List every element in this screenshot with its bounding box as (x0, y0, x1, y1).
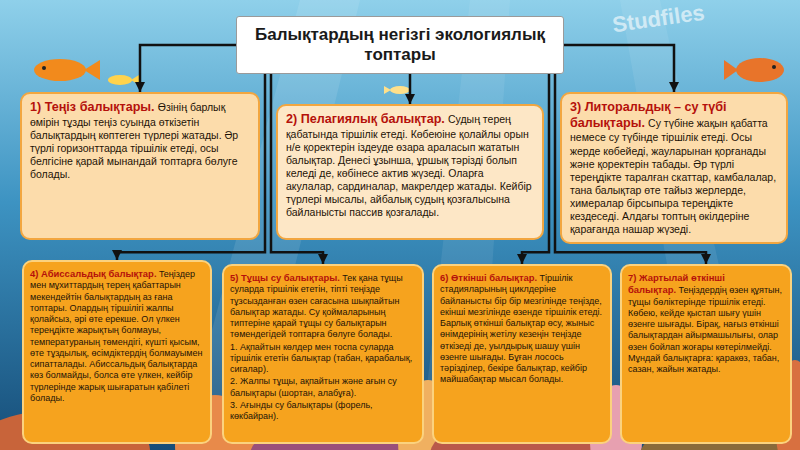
box-body: Тіршілік стадияларының циклдеріне байлан… (440, 273, 602, 384)
fish-eye (772, 65, 776, 69)
box-body: Су түбіне жақын қабатта немесе су түбінд… (570, 117, 776, 236)
fish (108, 75, 139, 85)
box-heading: 4) Абиссальдық балықтар. (30, 268, 157, 279)
group-box: 3) Литоральдық – су түбі балықтары.Су тү… (560, 92, 788, 244)
list-item: 3. Ағынды су балықтары (форель, көкбайра… (230, 400, 416, 423)
text-paragraph: 2) Пелагиялық балықтар.Судың терең қабат… (286, 112, 534, 220)
fish-body (108, 75, 132, 85)
text-paragraph: 6) Өткінші балықтар.Тіршілік стадияларын… (440, 272, 604, 386)
title-text: Балықтардың негізгі экологиялық топтары (255, 25, 545, 64)
text-paragraph: 7) Жартылай өткінші балықтар.Теңіздердің… (628, 272, 784, 375)
fish-body (736, 58, 784, 82)
box-heading: 2) Пелагиялық балықтар. (286, 112, 445, 126)
fish-tail (724, 60, 738, 80)
subgroup-box: 6) Өткінші балықтар.Тіршілік стадияларын… (432, 264, 612, 444)
box-body: Судың терең қабатында тіршілік етеді. Кө… (286, 113, 532, 218)
fish (384, 86, 410, 94)
text-paragraph: Балықтардың негізгі экологиялық топтары (247, 25, 553, 66)
group-box: 1) Теңіз балықтары.Өзінің барлық өмірін … (20, 92, 260, 240)
box-heading: 6) Өткінші балықтар. (440, 272, 537, 283)
text-paragraph: 3) Литоральдық – су түбі балықтары.Су тү… (570, 100, 778, 236)
group-box: 2) Пелагиялық балықтар.Судың терең қабат… (276, 104, 544, 240)
box-body: Теңіздердің өзен құятын, тұщы бөліктерін… (628, 285, 782, 374)
connector-arrow (409, 74, 412, 104)
fish-eye (42, 66, 46, 70)
fish-tail (384, 86, 391, 94)
box-heading: 1) Теңіз балықтары. (30, 100, 155, 114)
subgroup-box: 4) Абиссальдық балықтар.Теңіздер мен мұх… (22, 260, 212, 444)
text-paragraph: 4) Абиссальдық балықтар.Теңіздер мен мұх… (30, 268, 204, 404)
fish-tail (131, 75, 139, 85)
list-item: 2. Жалпы тұщы, ақпайтын және ағын су бал… (230, 376, 416, 399)
fish-body (34, 59, 86, 81)
connector-arrow (140, 45, 236, 92)
subgroup-box: 5) Тұщы су балықтары.Тек қана тұщы сулар… (222, 264, 424, 444)
fish (724, 58, 784, 82)
text-paragraph: 1) Теңіз балықтары.Өзінің барлық өмірін … (30, 100, 250, 181)
subgroup-box: 7) Жартылай өткінші балықтар.Теңіздердің… (620, 264, 792, 444)
title-box: Балықтардың негізгі экологиялық топтары (236, 16, 564, 74)
list-item: 1. Ақпайтын көлдер мен тоспа суларда тір… (230, 342, 416, 376)
fish-body (390, 86, 410, 94)
fish (34, 59, 100, 81)
text-paragraph: 5) Тұщы су балықтары.Тек қана тұщы сулар… (230, 272, 416, 341)
fish-tail (84, 60, 100, 80)
box-body: Теңіздер мен мұхиттардың терең қабаттары… (30, 269, 202, 403)
connector-arrow (564, 45, 674, 92)
box-heading: 5) Тұщы су балықтары. (230, 272, 340, 283)
